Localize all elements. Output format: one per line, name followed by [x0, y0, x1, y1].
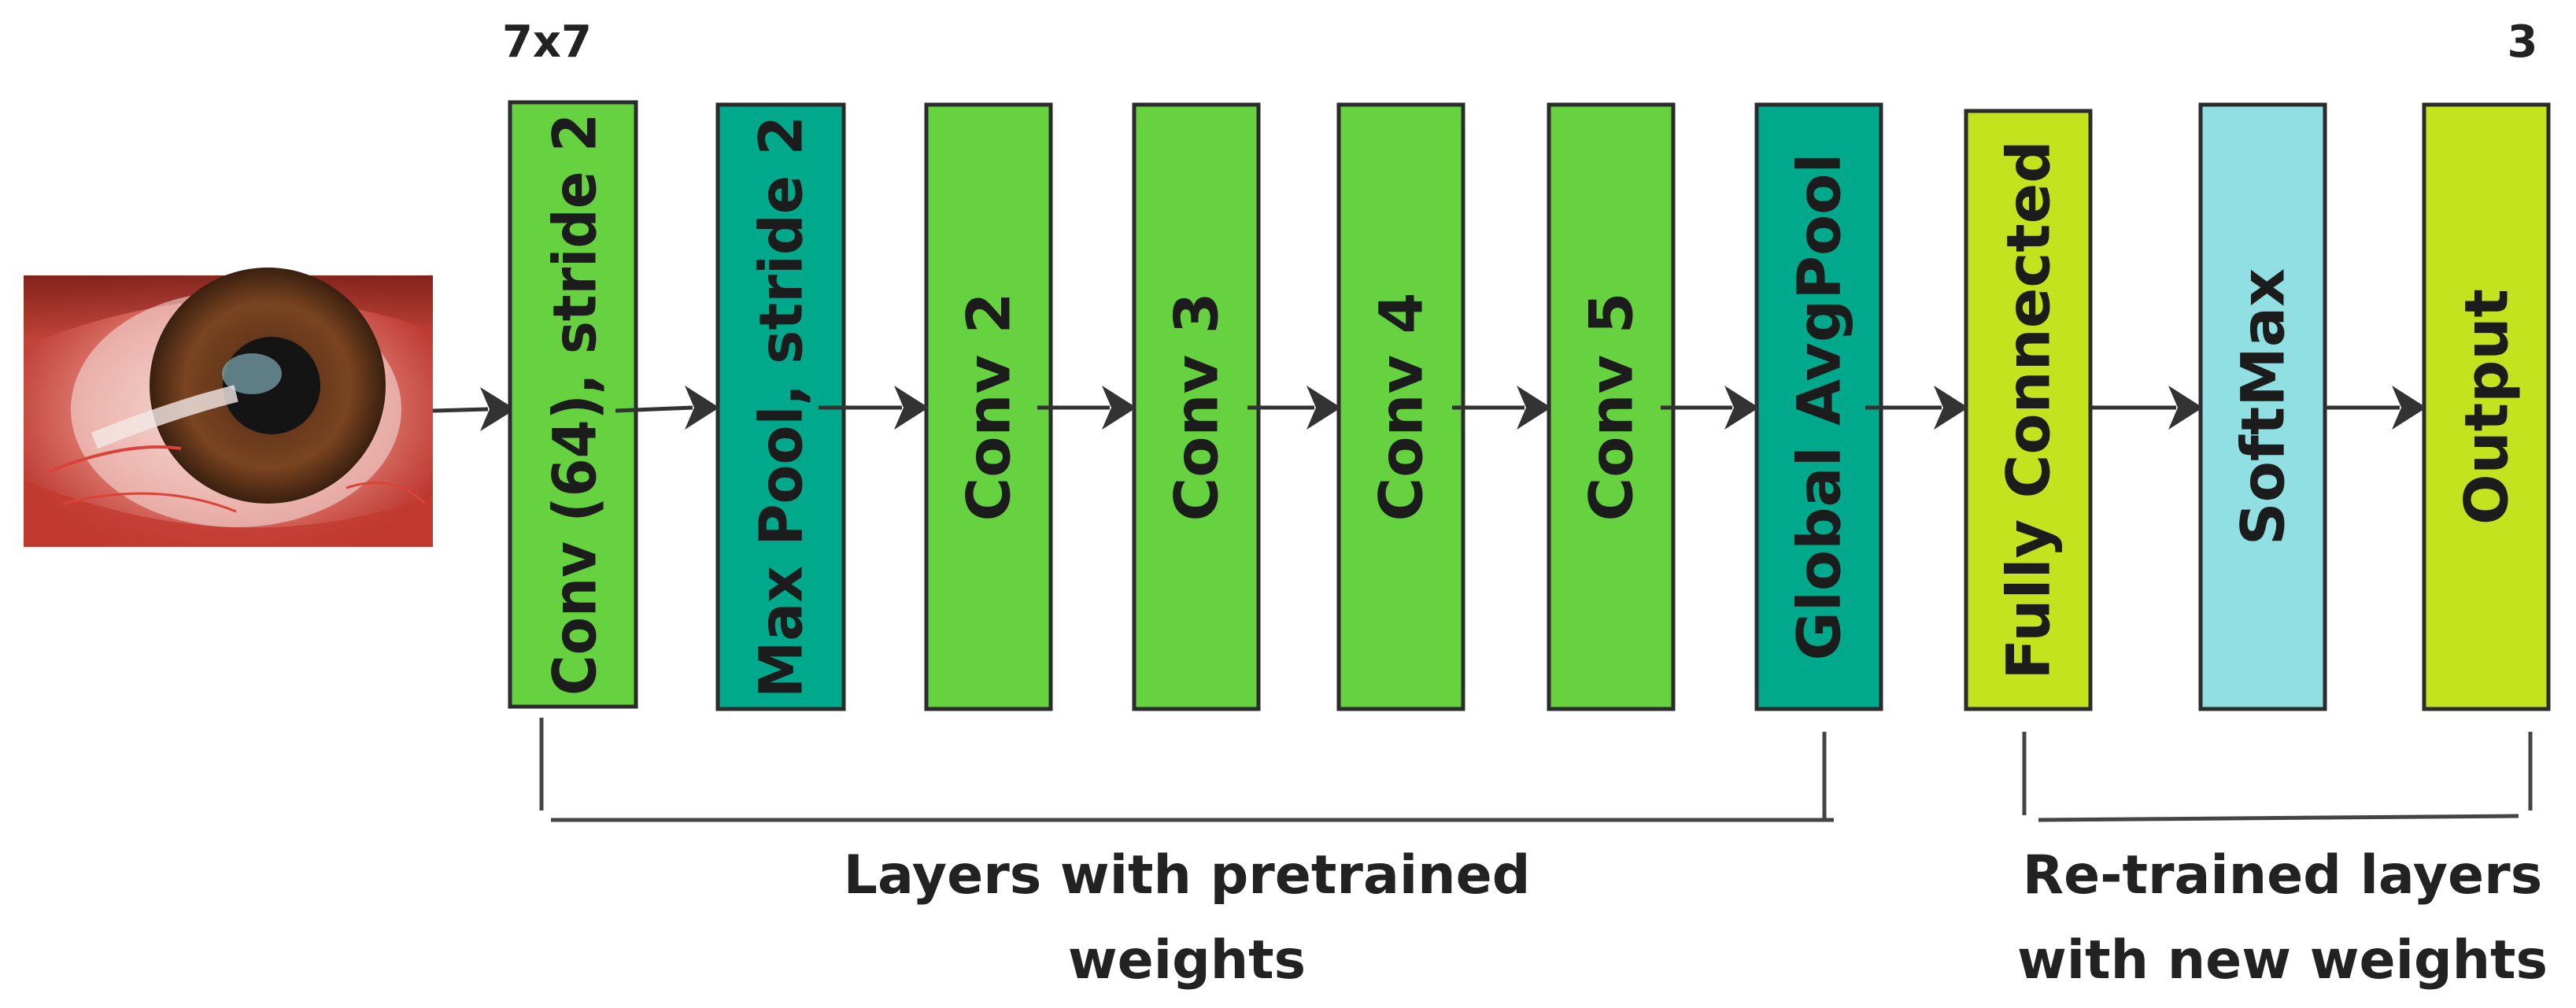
retrained-caption: Re-trained layers with new weights: [2017, 844, 2548, 991]
layer-softmax: SoftMax: [2198, 102, 2327, 711]
layer-conv5: Conv 5: [1547, 102, 1676, 711]
layer-fully-connected-label: Fully Connected: [1994, 140, 2064, 679]
arrow-3: [1037, 386, 1136, 430]
layer-conv1: Conv (64), stride 2: [508, 100, 638, 709]
pretrained-caption: Layers with pretrained weights: [844, 844, 1531, 991]
layer-fully-connected: Fully Connected: [1964, 109, 2093, 711]
class-count-label: 3: [2508, 17, 2538, 68]
pretrained-caption-line1: Layers with pretrained: [844, 844, 1531, 906]
arrow-2: [819, 386, 929, 430]
layer-output: Output: [2422, 102, 2551, 711]
layer-stack: Conv (64), stride 2 Max Pool, stride 2 C…: [508, 100, 2551, 711]
arrow-5: [1452, 386, 1551, 430]
retrained-bracket: [2022, 732, 2533, 822]
arrow-9: [2325, 386, 2426, 430]
layer-conv4: Conv 4: [1336, 102, 1465, 711]
pretrained-caption-line2: weights: [1068, 929, 1306, 991]
layer-conv2-label: Conv 2: [954, 293, 1024, 522]
layer-global-avgpool: Global AvgPool: [1754, 102, 1883, 711]
eye-photo-icon: [24, 268, 433, 547]
arrow-1: [615, 386, 719, 430]
retrained-caption-line2: with new weights: [2017, 929, 2548, 991]
layer-global-avgpool-label: Global AvgPool: [1784, 153, 1854, 660]
layer-arrows: [615, 386, 2426, 430]
arrow-7: [1865, 386, 1968, 430]
layer-conv2: Conv 2: [924, 102, 1053, 711]
arrow-6: [1661, 386, 1759, 430]
layer-conv3: Conv 3: [1132, 102, 1261, 711]
retrained-caption-line1: Re-trained layers: [2023, 844, 2542, 906]
layer-conv5-label: Conv 5: [1576, 293, 1646, 522]
layer-maxpool-label: Max Pool, stride 2: [746, 116, 816, 698]
layer-softmax-label: SoftMax: [2228, 268, 2298, 545]
layer-conv3-label: Conv 3: [1162, 293, 1232, 522]
layer-conv1-label: Conv (64), stride 2: [540, 113, 610, 696]
layer-output-label: Output: [2452, 289, 2522, 525]
arrow-8: [2090, 386, 2203, 430]
kernel-size-label: 7x7: [502, 17, 592, 68]
arrow-input: [432, 387, 516, 431]
arrow-4: [1247, 386, 1341, 430]
pretrained-bracket: [539, 718, 1834, 822]
layer-conv4-label: Conv 4: [1366, 293, 1436, 522]
